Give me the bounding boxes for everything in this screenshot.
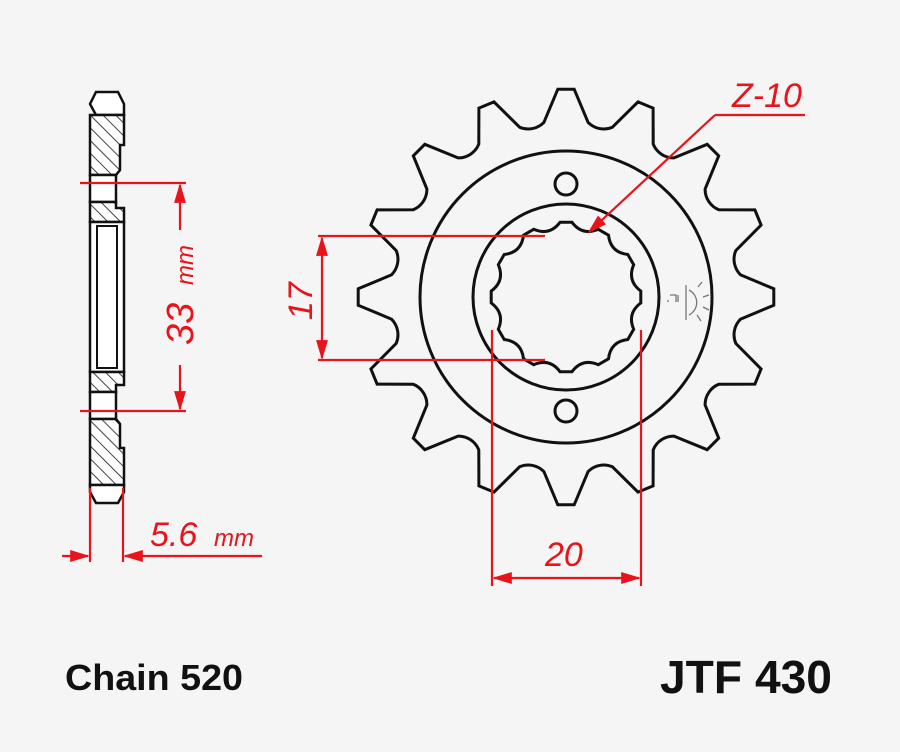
side-profile bbox=[88, 90, 126, 505]
dim-thickness-value: 5.6 bbox=[150, 516, 197, 554]
dim-17-value: 17 bbox=[282, 281, 320, 320]
dimension-20: 20 bbox=[490, 330, 643, 586]
chain-label: Chain 520 bbox=[65, 657, 243, 698]
part-number: JTF 430 bbox=[660, 651, 832, 703]
dimension-17: 17 bbox=[282, 234, 545, 362]
sprocket-teeth-outline bbox=[356, 87, 776, 507]
bore-circle bbox=[471, 202, 661, 392]
sprocket-front-view bbox=[356, 87, 776, 507]
hub-circle bbox=[418, 149, 714, 445]
dim-33-unit: mm bbox=[172, 245, 199, 285]
bolt-hole-bottom bbox=[553, 398, 579, 424]
dimension-33mm: 33 mm bbox=[80, 181, 202, 413]
dim-thickness-unit: mm bbox=[214, 525, 254, 552]
bolt-hole-top bbox=[553, 171, 579, 197]
logo-mark bbox=[667, 281, 710, 322]
dim-33-value: 33 bbox=[160, 303, 202, 345]
dim-20-value: 20 bbox=[544, 536, 583, 574]
teeth-count-callout: Z-10 bbox=[587, 77, 805, 234]
dimension-thickness: 5.6 mm bbox=[62, 488, 262, 562]
spline-bore bbox=[489, 220, 643, 374]
teeth-count-label: Z-10 bbox=[731, 77, 802, 115]
